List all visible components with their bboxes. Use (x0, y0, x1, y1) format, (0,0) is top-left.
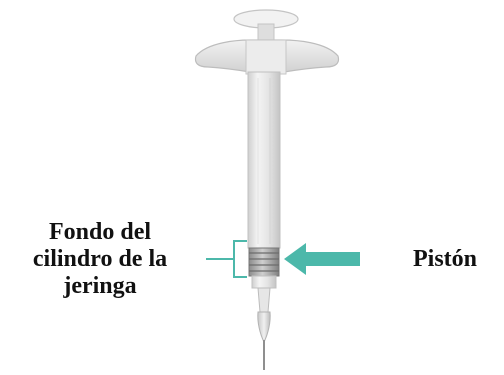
syringe-tip (251, 275, 277, 313)
syringe-barrel (247, 71, 281, 249)
barrel-bottom-label: Fondo del cilindro de la jeringa (0, 219, 200, 300)
barrel-bottom-label-line-1: Fondo del (48, 219, 152, 245)
piston-stopper (248, 247, 280, 277)
plunger-cap (233, 9, 299, 43)
barrel-bottom-label-line-2: cilindro de la (32, 246, 168, 272)
barrel-bottom-bracket (206, 240, 247, 278)
barrel-bottom-label-line-3: jeringa (63, 273, 137, 299)
piston-arrow (284, 243, 360, 275)
piston-label: Pistón (413, 246, 478, 272)
needle-hub (257, 311, 271, 344)
finger-flange (194, 39, 340, 75)
